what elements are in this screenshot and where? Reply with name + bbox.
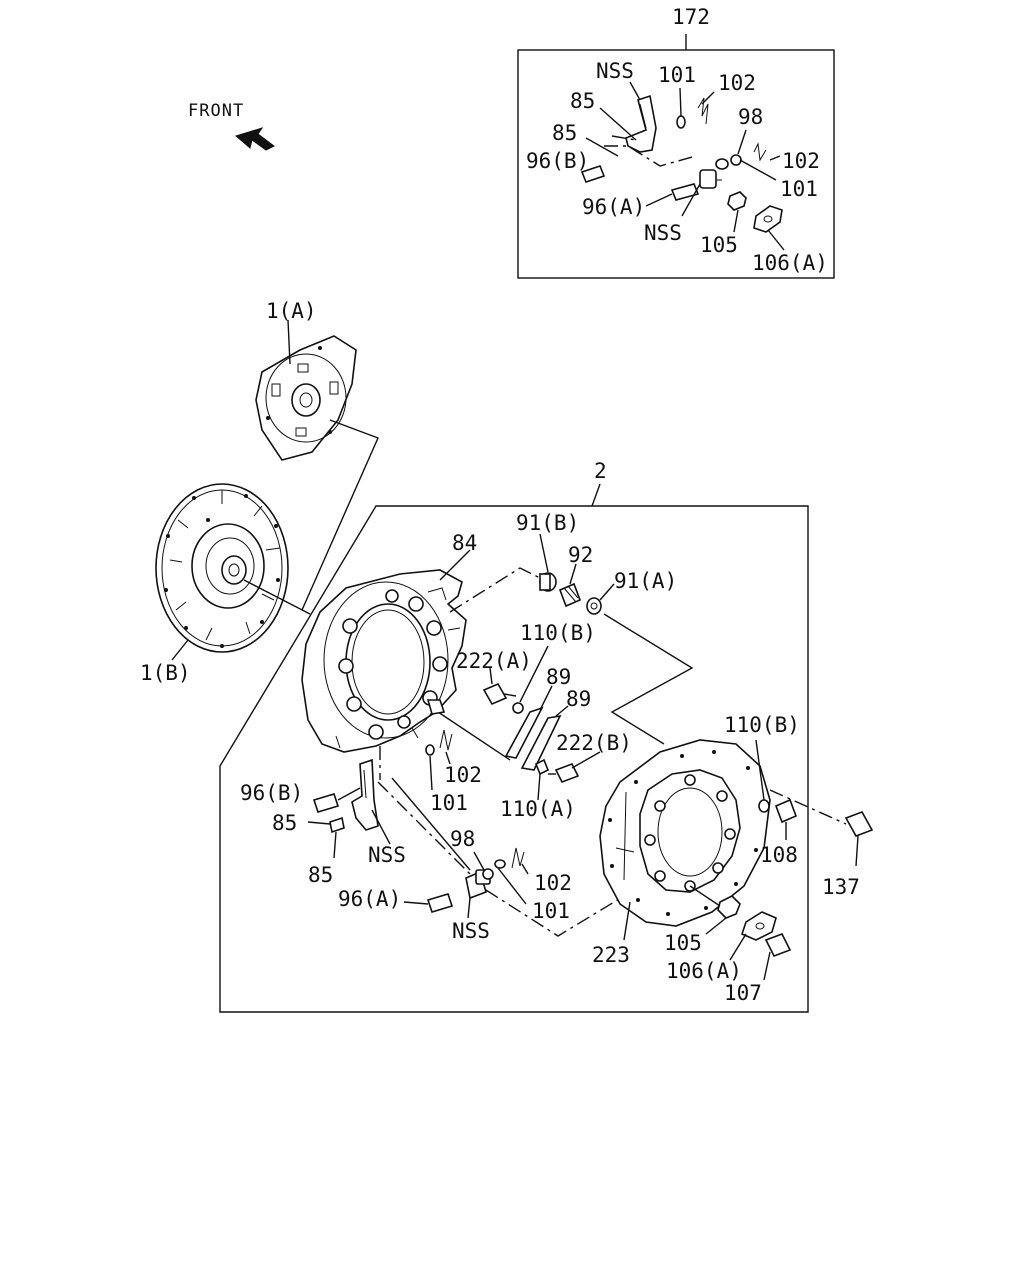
- label-223: 223: [592, 943, 630, 967]
- label-106a-a: 106(A): [752, 251, 828, 275]
- bolt-137: 137: [769, 789, 874, 899]
- label-85-d: 85: [308, 863, 333, 887]
- label-1b: 1(B): [140, 661, 191, 685]
- label-nss-d: NSS: [452, 919, 490, 943]
- label-222b: 222(B): [556, 731, 632, 755]
- label-96a-b: 96(A): [338, 887, 401, 911]
- disc-link-line: [243, 419, 379, 615]
- label-91a: 91(A): [614, 569, 677, 593]
- label-107: 107: [724, 981, 762, 1005]
- label-222a: 222(A): [456, 649, 532, 673]
- label-89-b: 89: [566, 687, 591, 711]
- label-137: 137: [822, 875, 860, 899]
- label-108: 108: [760, 843, 798, 867]
- label-110a: 110(A): [500, 797, 576, 821]
- front-arrow-icon: [234, 127, 275, 151]
- label-85-b: 85: [552, 121, 577, 145]
- label-105-a: 105: [700, 233, 738, 257]
- label-101-b: 101: [780, 177, 818, 201]
- front-label: FRONT: [188, 101, 244, 121]
- label-1a: 1(A): [266, 299, 317, 323]
- label-102-c: 102: [444, 763, 482, 787]
- label-172: 172: [672, 5, 710, 29]
- label-nss-a: NSS: [596, 59, 634, 83]
- assembly-2: 2 84 91(B) 92 91(A) 1: [219, 459, 809, 1013]
- label-102-d: 102: [534, 871, 572, 895]
- label-85-a: 85: [570, 89, 595, 113]
- label-84: 84: [452, 531, 477, 555]
- label-98-a: 98: [738, 105, 763, 129]
- label-106a-b: 106(A): [666, 959, 742, 983]
- label-96b-a: 96(B): [526, 149, 589, 173]
- label-nss-b: NSS: [644, 221, 682, 245]
- label-105-b: 105: [664, 931, 702, 955]
- label-101-c: 101: [430, 791, 468, 815]
- label-96a-a: 96(A): [582, 195, 645, 219]
- label-110b-b: 110(B): [724, 713, 800, 737]
- label-92: 92: [568, 543, 593, 567]
- label-98-b: 98: [450, 827, 475, 851]
- label-101-a: 101: [658, 63, 696, 87]
- clutch-disc-1b: 1(B): [140, 483, 289, 685]
- label-91b: 91(B): [516, 511, 579, 535]
- clutch-disc-1a: 1(A): [255, 299, 357, 461]
- label-102-b: 102: [782, 149, 820, 173]
- inset-assembly-172: 172 NSS 101: [517, 5, 835, 279]
- label-89-a: 89: [546, 665, 571, 689]
- label-2: 2: [594, 459, 607, 483]
- label-96b-b: 96(B): [240, 781, 303, 805]
- label-nss-c: NSS: [368, 843, 406, 867]
- label-102-a: 102: [718, 71, 756, 95]
- label-101-d: 101: [532, 899, 570, 923]
- label-85-c: 85: [272, 811, 297, 835]
- label-110b-a: 110(B): [520, 621, 596, 645]
